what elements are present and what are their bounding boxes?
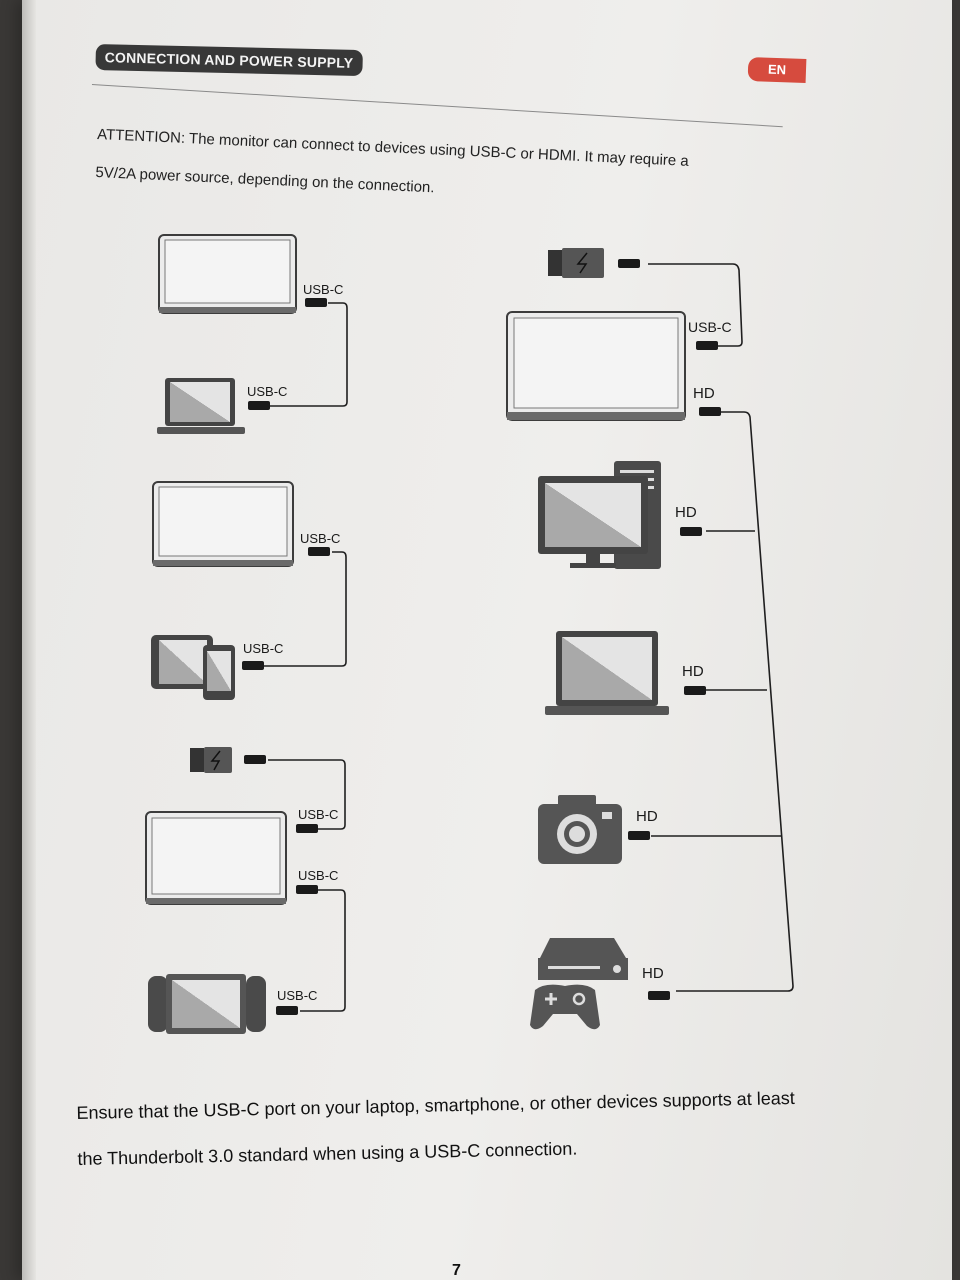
plug-laptop — [248, 401, 270, 410]
cable-power-usbc — [268, 759, 346, 830]
monitor-icon-1 — [158, 234, 297, 314]
plug-power — [244, 755, 266, 764]
cable-laptop-usbc — [270, 302, 348, 407]
label-monitor-1-usbc: USB-C — [303, 282, 343, 297]
plug-monitor-right-usbc — [696, 341, 718, 350]
plug-monitor-1 — [305, 298, 327, 307]
plug-phone — [242, 661, 264, 670]
plug-switch — [276, 1006, 298, 1015]
label-monitor-right-hd: HD — [693, 385, 715, 402]
plug-pc — [680, 527, 702, 536]
plug-monitor-3a — [296, 824, 318, 833]
label-monitor-2-usbc: USB-C — [300, 531, 340, 546]
power-adapter-icon — [190, 747, 232, 773]
label-monitor-right-usbc: USB-C — [688, 319, 732, 335]
laptop-icon-right — [545, 631, 669, 715]
desktop-pc-icon — [538, 461, 661, 569]
laptop-icon — [157, 378, 245, 434]
label-camera-hd: HD — [636, 808, 658, 825]
label-monitor-3-power-usbc: USB-C — [298, 807, 338, 822]
label-laptop-usbc: USB-C — [247, 384, 287, 399]
cable-power-right — [648, 263, 743, 347]
label-console-hd: HD — [642, 965, 664, 982]
plug-console — [648, 991, 670, 1000]
plug-monitor-2 — [308, 547, 330, 556]
label-phone-usbc: USB-C — [243, 641, 283, 656]
plug-monitor-right-hd — [699, 407, 721, 416]
phone-tablet-icon — [151, 635, 235, 700]
plug-laptop-right — [684, 686, 706, 695]
game-console-icon — [530, 938, 628, 1030]
cable-hd-trunk — [676, 411, 794, 992]
plug-power-right — [618, 259, 640, 268]
cable-phone-usbc — [264, 551, 347, 667]
page-number: 7 — [452, 1262, 461, 1279]
power-adapter-icon-right — [548, 248, 604, 278]
camera-icon — [538, 795, 622, 864]
monitor-icon-2 — [152, 481, 294, 567]
page-fold-shadow — [22, 0, 36, 1280]
monitor-icon-right — [506, 311, 686, 421]
label-laptop-hd: HD — [682, 663, 704, 680]
plug-monitor-3b — [296, 885, 318, 894]
label-pc-hd: HD — [675, 504, 697, 521]
monitor-icon-3 — [145, 811, 287, 905]
label-monitor-3-usbc: USB-C — [298, 868, 338, 883]
label-switch-usbc: USB-C — [277, 988, 317, 1003]
plug-camera — [628, 831, 650, 840]
cable-switch-usbc — [300, 889, 346, 1012]
game-console-handheld-icon — [148, 974, 266, 1034]
footer-note: Ensure that the USB-C port on your lapto… — [76, 1074, 848, 1182]
